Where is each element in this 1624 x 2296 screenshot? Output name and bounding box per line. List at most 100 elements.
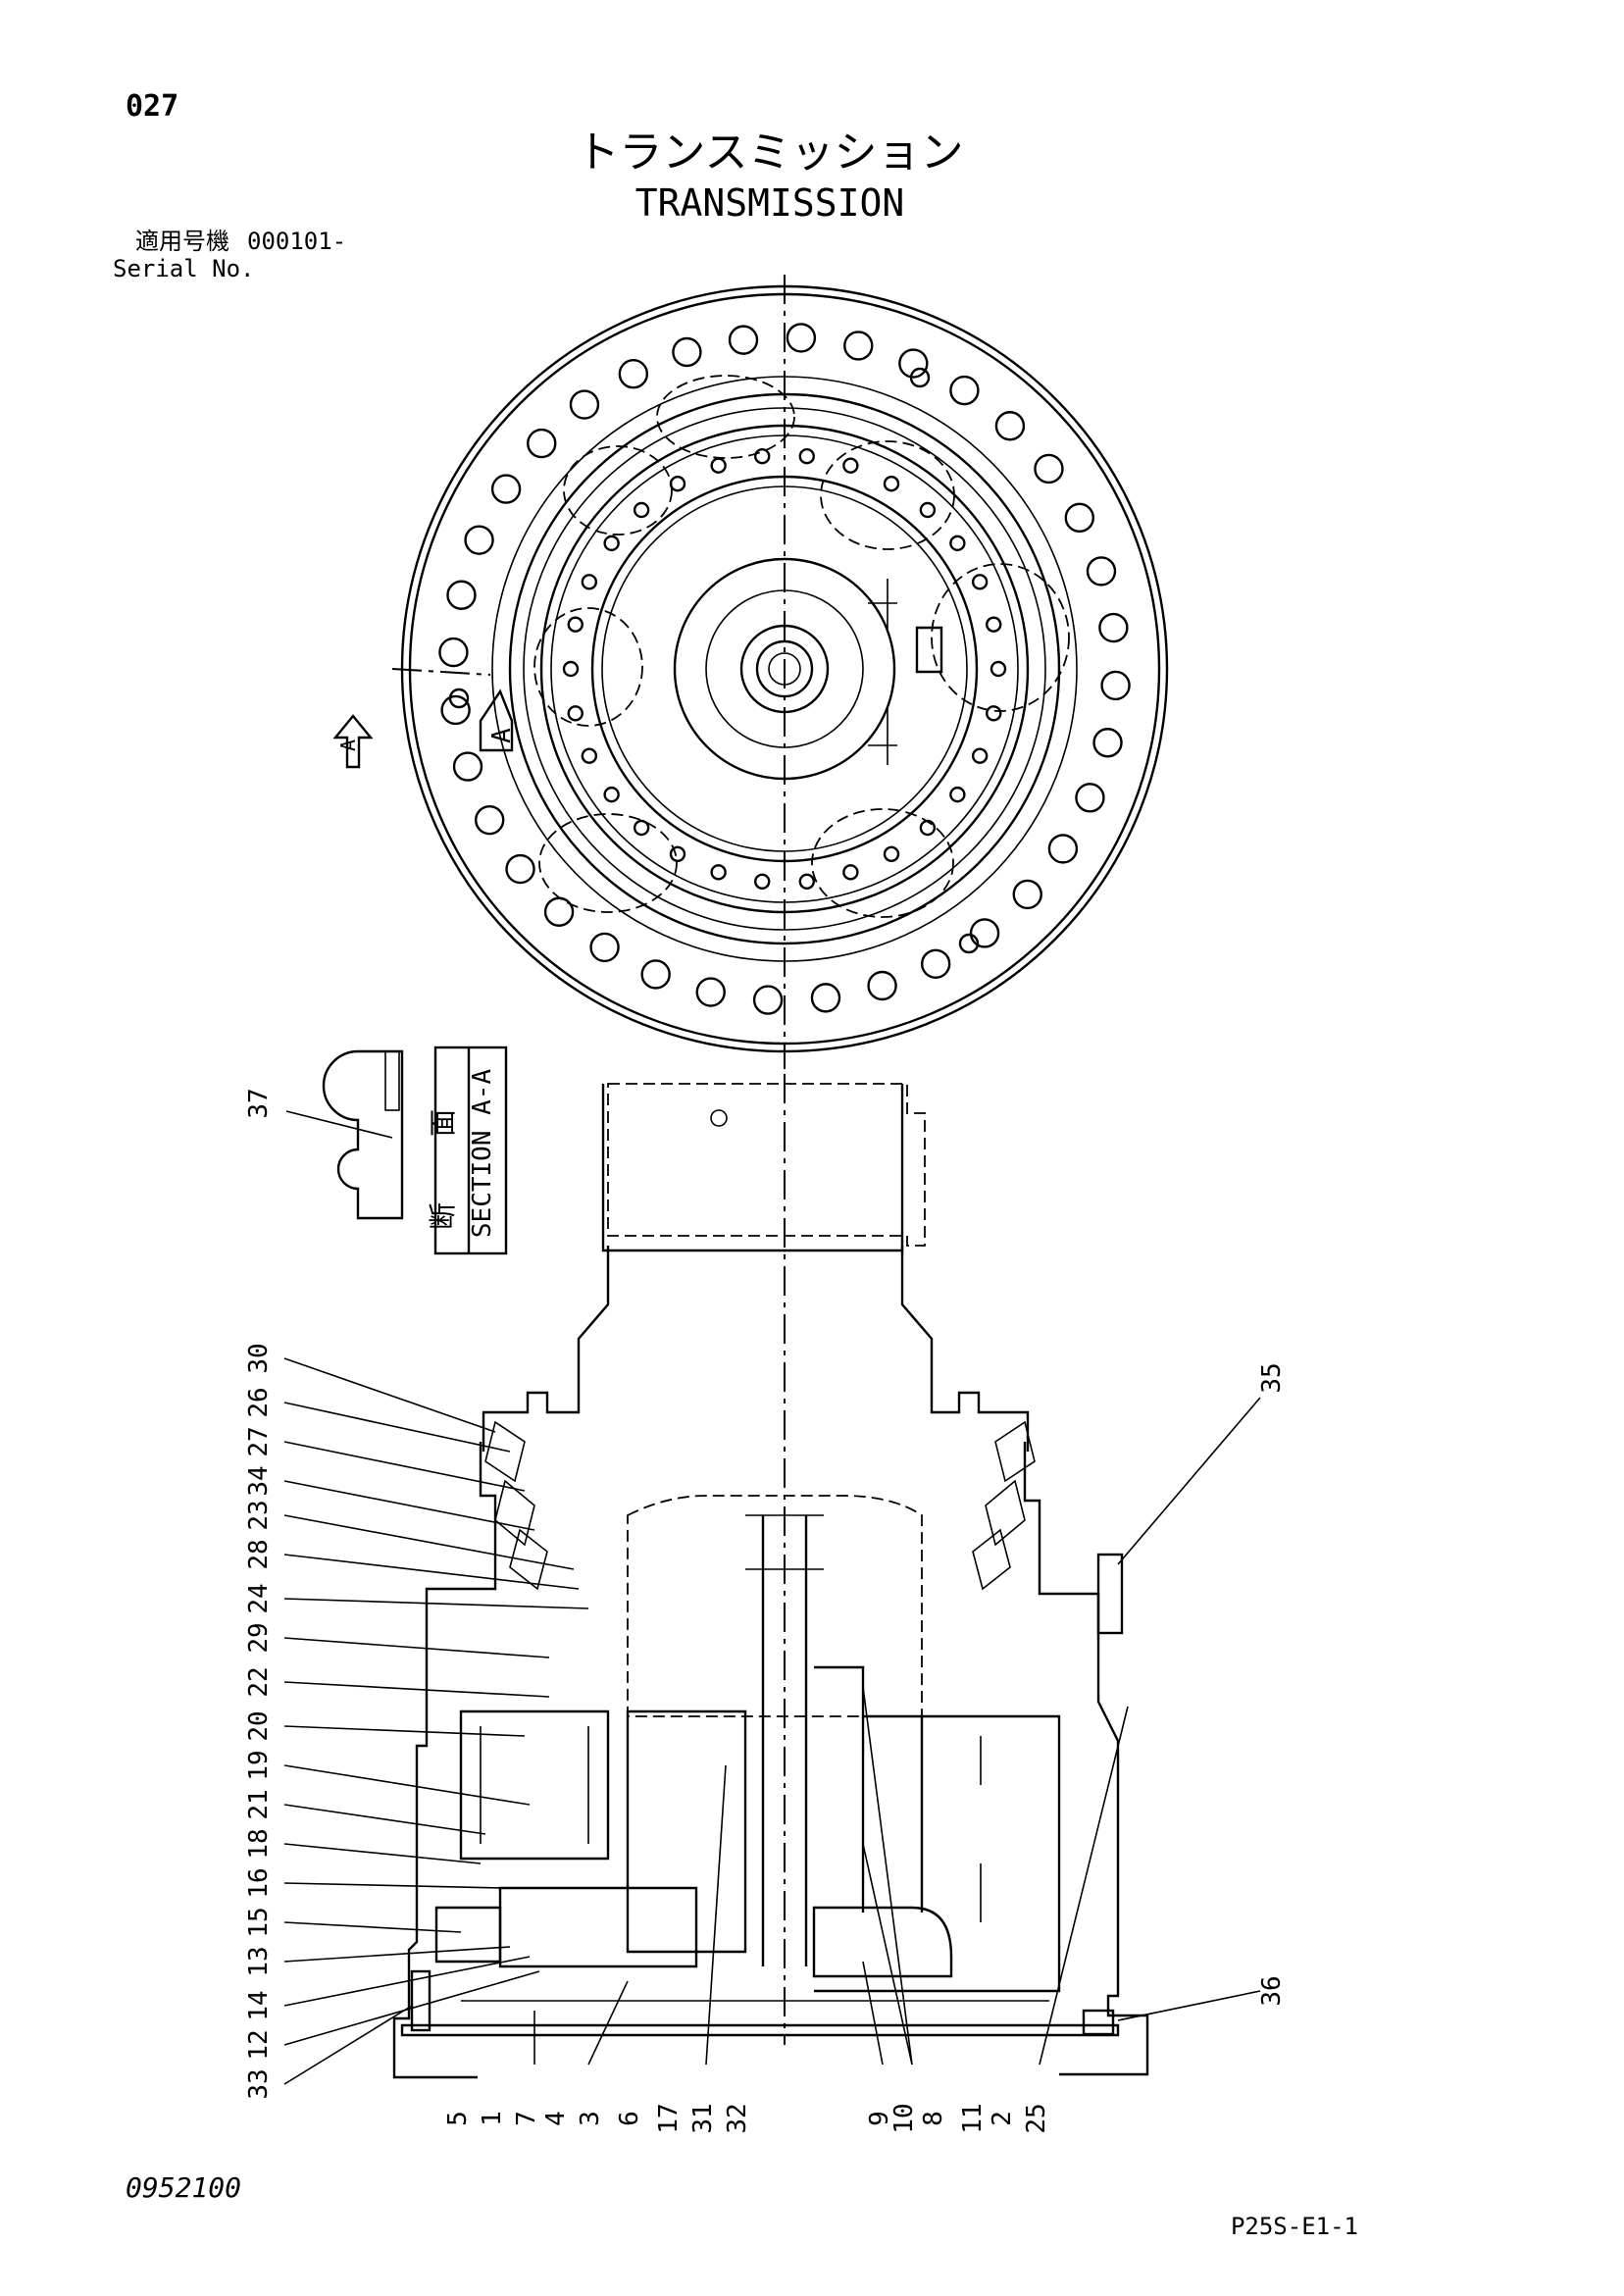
section-label-box: 断 面 SECTION A-A bbox=[427, 1046, 508, 1255]
bolt-hole bbox=[669, 845, 686, 862]
bolt-hole bbox=[710, 457, 727, 474]
bolt-hole bbox=[567, 616, 584, 633]
callout-16: 16 bbox=[244, 1867, 274, 1898]
bolt-hole bbox=[581, 574, 598, 590]
bolt-hole bbox=[1047, 834, 1079, 864]
bolt-hole bbox=[475, 804, 505, 836]
bolt-hole bbox=[990, 660, 1007, 678]
bolt-hole bbox=[581, 747, 598, 764]
callout-31: 31 bbox=[688, 2103, 718, 2133]
callout-24: 24 bbox=[244, 1583, 274, 1613]
bolt-hole bbox=[1034, 453, 1064, 485]
callout-17: 17 bbox=[654, 2103, 684, 2133]
svg-text:A: A bbox=[487, 728, 517, 743]
bolt-hole bbox=[640, 959, 671, 990]
section-jp-2: 面 bbox=[427, 1109, 459, 1137]
bolt-hole bbox=[842, 457, 859, 474]
bolt-hole bbox=[949, 786, 966, 803]
top-view-flange bbox=[391, 275, 1169, 1069]
callout-5: 5 bbox=[443, 2111, 473, 2126]
bolt-hole bbox=[505, 853, 535, 885]
bolt-hole bbox=[633, 501, 650, 519]
bolt-hole bbox=[1075, 783, 1105, 813]
bolt-hole bbox=[452, 751, 483, 782]
callout-13: 13 bbox=[244, 1946, 274, 1976]
callout-4: 4 bbox=[541, 2111, 571, 2126]
bolt-hole bbox=[986, 616, 1002, 633]
bolt-hole bbox=[843, 331, 874, 361]
callout-26: 26 bbox=[244, 1387, 274, 1417]
bolt-hole bbox=[883, 845, 900, 862]
callout-1: 1 bbox=[478, 2111, 507, 2126]
bolt-hole bbox=[543, 896, 575, 927]
callout-28: 28 bbox=[244, 1539, 274, 1569]
section-jp-1: 断 bbox=[427, 1202, 459, 1230]
callout-21: 21 bbox=[244, 1789, 274, 1819]
detail-view-bolt bbox=[285, 1049, 404, 1220]
bolt-hole bbox=[438, 637, 469, 668]
bolt-hole bbox=[527, 428, 557, 459]
page-number: 027 bbox=[126, 89, 178, 124]
bolt-hole bbox=[971, 574, 989, 590]
section-marker-a-right: A bbox=[479, 689, 517, 752]
bolt-hole bbox=[798, 873, 815, 891]
callout-10: 10 bbox=[889, 2103, 919, 2133]
bolt-hole bbox=[810, 983, 841, 1013]
bolt-hole bbox=[1012, 879, 1042, 910]
callout-32: 32 bbox=[723, 2103, 752, 2133]
bolt-hole bbox=[562, 660, 580, 678]
bolt-hole bbox=[1064, 502, 1094, 534]
bolt-hole bbox=[1086, 556, 1117, 587]
callout-22: 22 bbox=[244, 1666, 274, 1697]
callout-34: 34 bbox=[244, 1465, 274, 1496]
callout-2: 2 bbox=[988, 2111, 1017, 2126]
serial-label-japanese: 適用号機 bbox=[135, 228, 229, 255]
callout-23: 23 bbox=[244, 1500, 274, 1530]
bolt-hole bbox=[440, 694, 471, 726]
bolt-hole bbox=[842, 864, 859, 881]
bolt-hole bbox=[949, 535, 966, 552]
callout-8: 8 bbox=[919, 2111, 948, 2126]
bolt-hole bbox=[986, 705, 1002, 722]
bolt-hole bbox=[752, 985, 784, 1015]
callout-36: 36 bbox=[1257, 1975, 1287, 2006]
bolt-hole bbox=[603, 786, 620, 803]
callout-25: 25 bbox=[1022, 2103, 1051, 2133]
section-view-transmission bbox=[392, 1074, 1149, 2079]
callout-6: 6 bbox=[615, 2111, 644, 2126]
bolt-hole bbox=[710, 864, 727, 881]
callout-29: 29 bbox=[244, 1622, 274, 1653]
inner-bolt-holes bbox=[562, 447, 1007, 891]
bolt-hole bbox=[1100, 670, 1131, 701]
callout-7: 7 bbox=[512, 2111, 541, 2126]
bolt-hole bbox=[969, 918, 1000, 948]
bolt-hole bbox=[949, 375, 980, 406]
callout-19: 19 bbox=[244, 1750, 274, 1780]
callout-33: 33 bbox=[244, 2068, 274, 2099]
bolt-hole bbox=[898, 348, 929, 379]
bolt-hole bbox=[754, 873, 771, 891]
bolt-hole bbox=[919, 819, 937, 837]
callout-11: 11 bbox=[958, 2103, 988, 2133]
svg-text:A: A bbox=[336, 740, 360, 751]
callout-27: 27 bbox=[244, 1426, 274, 1456]
bolt-hole bbox=[669, 476, 686, 492]
bolt-hole bbox=[695, 977, 726, 1007]
callout-15: 15 bbox=[244, 1907, 274, 1937]
callout-18: 18 bbox=[244, 1828, 274, 1859]
callout-3: 3 bbox=[576, 2111, 605, 2126]
serial-range: 000101- bbox=[247, 228, 346, 255]
callout-14: 14 bbox=[244, 1990, 274, 2020]
bolt-hole bbox=[920, 948, 951, 979]
bolt-hole bbox=[618, 359, 649, 389]
bolt-hole bbox=[728, 325, 759, 355]
bolt-hole bbox=[589, 932, 620, 963]
callout-20: 20 bbox=[244, 1710, 274, 1741]
bolt-hole bbox=[1098, 612, 1129, 643]
bolt-hole bbox=[672, 336, 702, 368]
bolt-hole bbox=[567, 705, 584, 722]
title-english: TRANSMISSION bbox=[635, 181, 905, 225]
callout-35: 35 bbox=[1257, 1362, 1287, 1393]
drawing-number: 0952100 bbox=[126, 2171, 241, 2204]
